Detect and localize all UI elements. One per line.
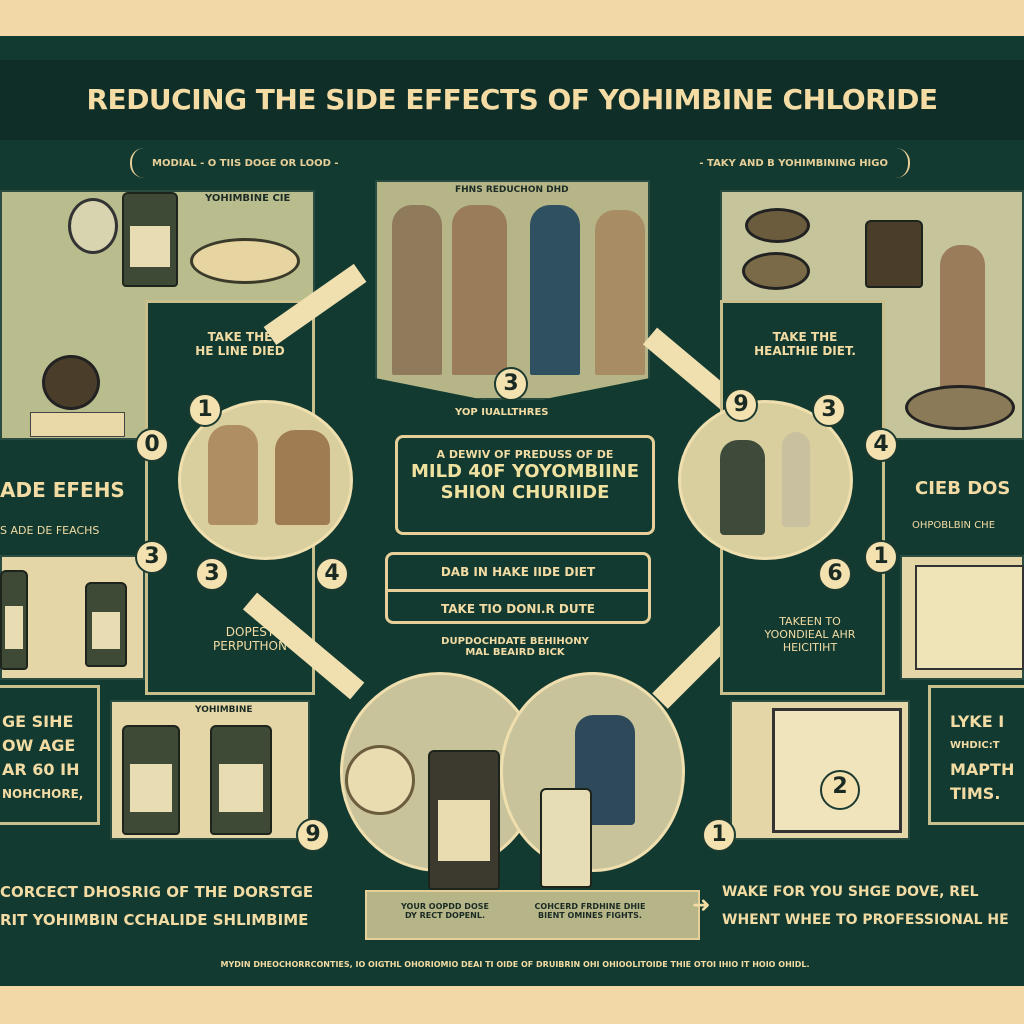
bottle-icon bbox=[210, 725, 272, 835]
bottle-icon bbox=[428, 750, 500, 890]
person-figure bbox=[720, 440, 765, 535]
left-side-sub: S ADE DE FEACHS bbox=[0, 524, 100, 537]
box-line: MILD 40F YOYOMBIINE bbox=[410, 461, 640, 482]
step-number: 0 bbox=[135, 428, 169, 462]
bottle-icon bbox=[122, 725, 180, 835]
bottles-label: YOHIMBINE bbox=[195, 705, 253, 715]
bowl-icon bbox=[190, 238, 300, 284]
box-line: A DEWIV OF PREDUSS OF DE bbox=[436, 448, 614, 461]
panel-label: YOHIMBINE CIE bbox=[205, 193, 291, 204]
step-number: 9 bbox=[724, 388, 758, 422]
scene-circle-right-step bbox=[678, 400, 853, 560]
person-figure bbox=[940, 245, 985, 395]
child-figure bbox=[782, 432, 810, 527]
jar-icon bbox=[865, 220, 923, 288]
bottle-icon bbox=[85, 582, 127, 667]
person-figure bbox=[452, 205, 507, 375]
bottle-icon bbox=[540, 788, 592, 888]
step-number: 1 bbox=[864, 540, 898, 574]
step-number: 4 bbox=[864, 428, 898, 462]
box-icon bbox=[915, 565, 1024, 670]
step-number: 3 bbox=[135, 540, 169, 574]
footer-text: MYDIN DHEOCHORRCONTIES, IO OIGTHL OHORIO… bbox=[220, 960, 810, 969]
step-number: 3 bbox=[812, 393, 846, 427]
step-number: 3 bbox=[195, 557, 229, 591]
box-line: SHION CHURIIDE bbox=[440, 482, 610, 503]
patient-figure bbox=[275, 430, 330, 525]
center-title-box: A DEWIV OF PREDUSS OF DE MILD 40F YOYOMB… bbox=[395, 435, 655, 535]
step-number: 1 bbox=[702, 818, 736, 852]
step-number: 1 bbox=[188, 393, 222, 427]
person-figure bbox=[595, 210, 645, 375]
subtitle-strip: MODIAL - O TIIS DOGE OR LOOD - - TAKY AN… bbox=[130, 148, 910, 178]
bowl-icon bbox=[742, 252, 810, 290]
doctor-figure bbox=[208, 425, 258, 525]
cup-icon bbox=[42, 355, 100, 410]
right-side-sub: OHPOBLBIN CHE bbox=[912, 520, 996, 531]
center-caption: YOP IUALLTHRES bbox=[455, 407, 549, 418]
frame-right-lower bbox=[928, 685, 1024, 825]
bar-dose: TAKE TIO DONI.R DUTE bbox=[441, 602, 595, 616]
frame-left-lower bbox=[0, 685, 100, 825]
step-number: 4 bbox=[315, 557, 349, 591]
step-number: 3 bbox=[494, 367, 528, 401]
center-bars: DAB IN HAKE IIDE DIET TAKE TIO DONI.R DU… bbox=[385, 552, 651, 624]
top-center-label: FHNS REDUCHON DHD bbox=[455, 185, 569, 195]
bottle-icon bbox=[0, 570, 28, 670]
scene-circle-right bbox=[500, 672, 685, 872]
document-icon bbox=[772, 708, 902, 833]
right-side-title: CIEB DOS bbox=[915, 478, 1011, 499]
subtitle-right: - TAKY AND B YOHIMBINING HIGO bbox=[699, 157, 888, 169]
step-number: 9 bbox=[296, 818, 330, 852]
note-card bbox=[30, 412, 125, 437]
bar-diet: DAB IN HAKE IIDE DIET bbox=[388, 555, 648, 592]
step-number: 2 bbox=[820, 770, 860, 810]
pill-icon bbox=[345, 745, 415, 815]
arrow-right-icon: ➜ bbox=[692, 893, 711, 918]
subtitle-left: MODIAL - O TIIS DOGE OR LOOD - bbox=[152, 157, 339, 169]
pill-icon bbox=[68, 198, 118, 254]
bowl-icon bbox=[745, 208, 810, 243]
person-figure bbox=[392, 205, 442, 375]
bowl-icon bbox=[905, 385, 1015, 430]
step-number: 6 bbox=[818, 557, 852, 591]
left-side-title: ADE EFEHS bbox=[0, 478, 125, 502]
bottle-icon bbox=[122, 192, 178, 287]
person-figure bbox=[530, 205, 580, 375]
page-title: REDUCING THE SIDE EFFECTS OF YOHIMBINE C… bbox=[0, 60, 1024, 140]
platform-label bbox=[365, 890, 700, 940]
